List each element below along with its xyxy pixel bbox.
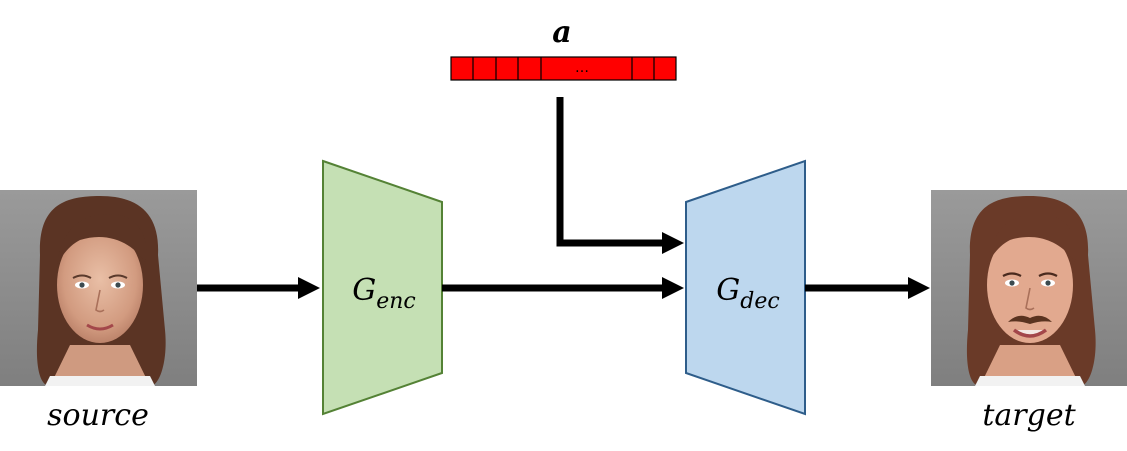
target-caption: target: [982, 398, 1076, 433]
encoder-block: Genc: [322, 159, 443, 416]
arrowhead: [662, 277, 684, 299]
attribute-vector: …: [450, 56, 677, 81]
decoder-subscript: dec: [740, 289, 779, 314]
arrow-attribute-to-decoder: [556, 97, 668, 247]
arrowheads: [298, 232, 930, 299]
encoder-subscript: enc: [376, 289, 416, 314]
arrows: [197, 97, 914, 292]
arrowhead: [298, 277, 320, 299]
target-face-image: [931, 190, 1127, 386]
decoder-label: Gdec: [716, 273, 779, 314]
decoder-block: Gdec: [685, 159, 806, 416]
source-face-image: [0, 190, 197, 386]
encoder-label: Genc: [352, 273, 415, 314]
arrowhead: [908, 277, 930, 299]
attribute-vector-label: a: [552, 15, 571, 50]
arrowhead: [662, 232, 684, 254]
source-caption: source: [47, 398, 149, 433]
vector-ellipsis: …: [575, 60, 589, 76]
